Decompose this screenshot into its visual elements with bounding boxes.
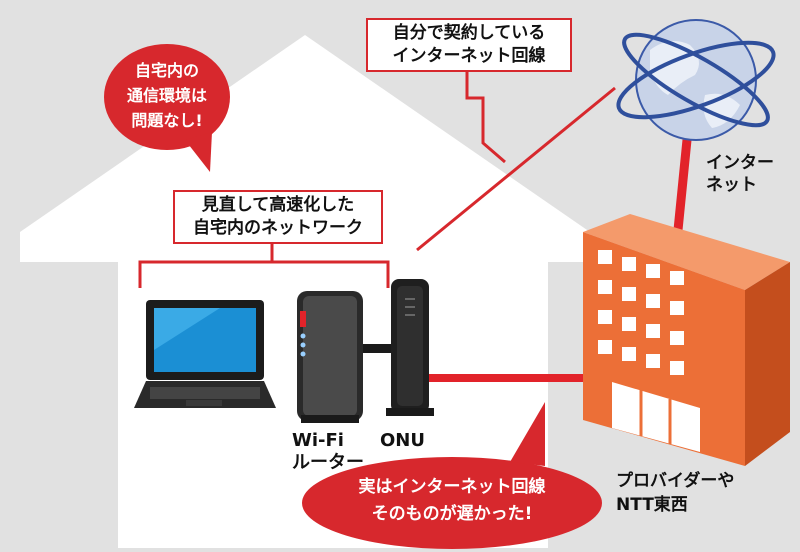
laptop-icon [134, 300, 276, 408]
contract-line-box-line-2: インターネット回線 [392, 46, 546, 66]
onu-label: ONU [380, 430, 425, 452]
home-network-box: 見直して高速化した 自宅内のネットワーク [173, 190, 383, 244]
contract-line-box-line-1: 自分で契約している [392, 23, 546, 43]
home-network-box-line-1: 見直して高速化した [201, 195, 355, 215]
provider-label-line-2: NTT東西 [616, 495, 688, 515]
provider-label: プロバイダーや NTT東西 [616, 469, 734, 517]
globe-icon [616, 19, 776, 141]
wifi-router-label-line-2: ルーター [292, 452, 364, 473]
provider-label-line-1: プロバイダーや [616, 471, 735, 491]
speech-bubble-top-left [104, 44, 230, 172]
wifi-router-label-line-1: Wi-Fi [292, 430, 344, 451]
bubble-top-left-line-2: 通信環境は [126, 86, 207, 105]
contract-line-box: 自分で契約している インターネット回線 [366, 18, 572, 72]
bubble-bottom-line-2: そのものが遅かった! [371, 504, 533, 524]
bubble-top-left-text: 自宅内の 通信環境は 問題なし! [104, 58, 230, 133]
router-onu-cable [360, 344, 392, 353]
bubble-bottom-text: 実はインターネット回線 そのものが遅かった! [322, 474, 582, 528]
building-icon [583, 214, 790, 466]
bubble-top-left-line-3: 問題なし! [131, 111, 203, 130]
internet-label: インター ネット [706, 152, 774, 196]
wifi-router-label: Wi-Fi ルーター [292, 430, 364, 474]
bubble-top-left-line-1: 自宅内の [134, 61, 199, 80]
home-network-bracket [138, 260, 390, 288]
bubble-bottom-line-1: 実はインターネット回線 [358, 477, 546, 497]
speech-bubble-bottom [302, 402, 602, 549]
internet-label-line-2: ネット [706, 175, 757, 195]
internet-label-line-1: インター [706, 153, 774, 173]
onu-icon [386, 279, 434, 416]
wifi-router-icon [297, 291, 363, 423]
onu-label-text: ONU [380, 430, 425, 451]
contract-callout-line [465, 72, 506, 164]
home-network-box-line-2: 自宅内のネットワーク [193, 218, 363, 238]
internet-line-upper [416, 86, 616, 252]
